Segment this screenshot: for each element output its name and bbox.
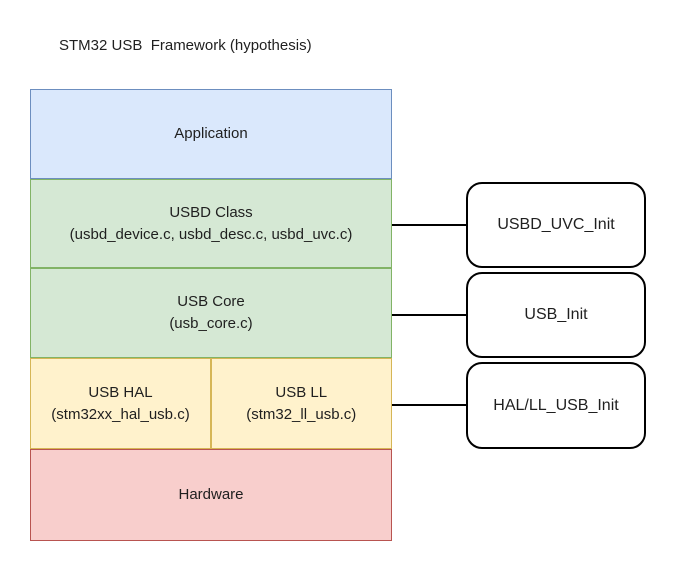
callout-hal-ll-usb-init: HAL/LL_USB_Init bbox=[466, 362, 646, 449]
connector-usbd-class-to-usbd-uvc-init bbox=[392, 224, 466, 226]
layer-usb-core-files: (usb_core.c) bbox=[169, 315, 253, 332]
layer-application: Application bbox=[30, 89, 392, 179]
layer-usb-hal-label: USB HAL bbox=[88, 383, 153, 401]
connector-usb-core-to-usb-init bbox=[392, 314, 466, 316]
callout-hal-ll-usb-init-label: HAL/LL_USB_Init bbox=[493, 396, 619, 414]
layer-usbd-class-files: (usbd_device.c, usbd_desc.c, usbd_uvc.c) bbox=[69, 225, 353, 243]
layer-usb-ll-files: (stm32_ll_usb.c) bbox=[246, 405, 357, 423]
connector-usb-hal-to-hal-ll-usb-init bbox=[392, 404, 466, 406]
layer-usb-core-label: USB Core bbox=[177, 293, 245, 311]
layer-usb-hal-ll-row: USB HAL (stm32xx_hal_usb.c) USB LL (stm3… bbox=[30, 358, 392, 449]
layer-hardware: Hardware bbox=[30, 449, 392, 541]
layer-usbd-class-label: USBD Class bbox=[169, 203, 253, 221]
layer-usb-core: USB Core (usb_core.c) bbox=[30, 268, 392, 358]
diagram-title: STM32 USB Framework (hypothesis) bbox=[59, 37, 312, 54]
layer-usb-hal: USB HAL (stm32xx_hal_usb.c) bbox=[31, 359, 210, 448]
hal-ll-divider bbox=[210, 359, 212, 448]
layer-application-label: Application bbox=[174, 125, 248, 143]
layer-usb-hal-files: (stm32xx_hal_usb.c) bbox=[51, 405, 190, 423]
layer-usb-ll: USB LL (stm32_ll_usb.c) bbox=[212, 359, 392, 448]
layer-usb-ll-label: USB LL bbox=[275, 383, 328, 401]
callout-usb-init: USB_Init bbox=[466, 272, 646, 358]
layer-hardware-label: Hardware bbox=[178, 486, 244, 504]
callout-usbd-uvc-init: USBD_UVC_Init bbox=[466, 182, 646, 268]
callout-usb-init-label: USB_Init bbox=[524, 306, 588, 323]
callout-usbd-uvc-init-label: USBD_UVC_Init bbox=[497, 216, 615, 233]
layer-usbd-class: USBD Class (usbd_device.c, usbd_desc.c, … bbox=[30, 179, 392, 268]
